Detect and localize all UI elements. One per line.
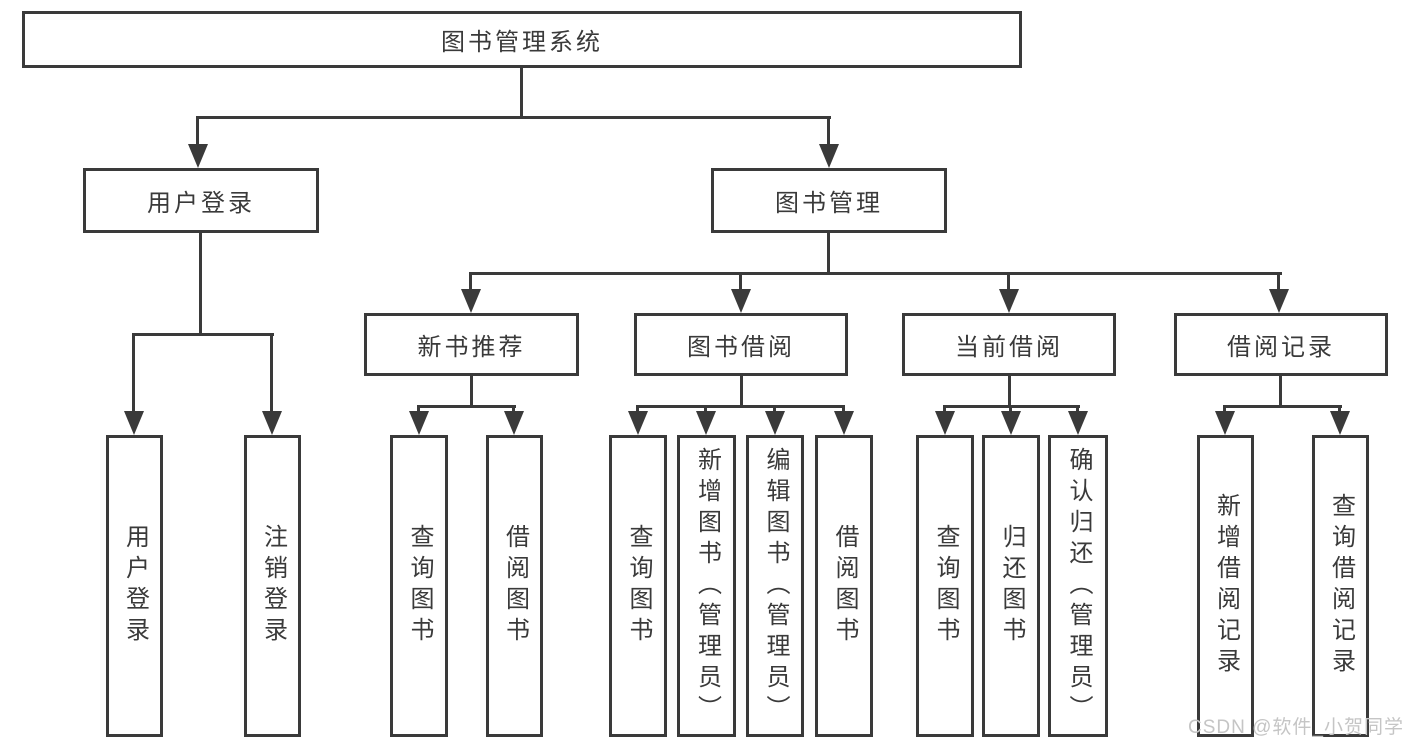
node-new-book-recommendation: 新书推荐 <box>364 313 579 376</box>
node-user-login: 用户登录 <box>83 168 319 233</box>
arrow-to-current-borrowing <box>999 272 1019 313</box>
node-label: 新书推荐 <box>417 334 526 361</box>
leaf-label: 新增借阅记录 <box>1212 493 1240 679</box>
leaf-label: 查询图书 <box>625 524 652 648</box>
node-label: 图书管理 <box>775 190 883 217</box>
arrow-to-book-borrowing <box>731 272 751 313</box>
connector-book-borrowing-stem <box>740 376 743 408</box>
leaf-borrow-books-2: 借阅图书 <box>815 435 873 737</box>
arrow-to-query-borrow-record <box>1330 405 1350 435</box>
connector-borrowing-records-stem <box>1279 376 1282 408</box>
leaf-add-books-admin: 新增图书（管理员） <box>677 435 736 737</box>
arrow-to-user-login <box>188 116 208 168</box>
connector-new-book-stem <box>470 376 473 408</box>
leaf-query-books-1: 查询图书 <box>390 435 448 737</box>
connector-root-stem <box>520 68 523 118</box>
node-book-management: 图书管理 <box>711 168 947 233</box>
leaf-return-books: 归还图书 <box>982 435 1040 737</box>
connector-current-borrowing-stem <box>1008 376 1011 408</box>
arrow-to-leaf-user-login <box>124 333 144 435</box>
leaf-logout: 注销登录 <box>244 435 301 737</box>
leaf-user-login: 用户登录 <box>106 435 163 737</box>
connector-new-book-split <box>418 405 516 408</box>
leaf-label: 查询借阅记录 <box>1327 493 1355 679</box>
csdn-watermark: CSDN @软件_小贺同学 <box>1188 717 1404 738</box>
connector-book-management-split <box>470 272 1282 275</box>
connector-root-split <box>197 116 831 119</box>
leaf-label: 归还图书 <box>998 524 1025 648</box>
leaf-query-borrow-record: 查询借阅记录 <box>1312 435 1369 737</box>
arrow-to-add-books <box>696 405 716 435</box>
node-borrowing-records: 借阅记录 <box>1174 313 1388 376</box>
arrow-to-borrow-books-2 <box>834 405 854 435</box>
leaf-query-books-2: 查询图书 <box>609 435 667 737</box>
node-label: 图书管理系统 <box>441 29 603 56</box>
leaf-label: 编辑图书（管理员） <box>762 446 789 726</box>
arrow-to-new-book-recommendation <box>461 272 481 313</box>
arrow-to-query-books-2 <box>628 405 648 435</box>
connector-user-login-stem <box>199 233 202 336</box>
arrow-to-leaf-logout <box>262 333 282 435</box>
node-label: 借阅记录 <box>1227 334 1335 361</box>
leaf-borrow-books-1: 借阅图书 <box>486 435 543 737</box>
arrow-to-return-books <box>1001 405 1021 435</box>
node-label: 图书借阅 <box>687 334 795 361</box>
node-library-management-system: 图书管理系统 <box>22 11 1022 68</box>
leaf-label: 查询图书 <box>932 524 959 648</box>
arrow-to-query-books-1 <box>409 405 429 435</box>
node-label: 用户登录 <box>147 190 255 217</box>
arrow-to-query-books-3 <box>935 405 955 435</box>
node-current-borrowing: 当前借阅 <box>902 313 1116 376</box>
arrow-to-edit-books <box>765 405 785 435</box>
leaf-label: 查询图书 <box>406 524 433 648</box>
arrow-to-borrow-books-1 <box>504 405 524 435</box>
leaf-label: 新增图书（管理员） <box>693 446 721 726</box>
connector-book-management-stem <box>827 233 830 275</box>
leaf-confirm-return-admin: 确认归还（管理员） <box>1048 435 1108 737</box>
arrow-to-borrowing-records <box>1269 272 1289 313</box>
arrow-to-confirm-return <box>1068 405 1088 435</box>
leaf-edit-books-admin: 编辑图书（管理员） <box>746 435 804 737</box>
leaf-label: 注销登录 <box>259 524 287 648</box>
arrow-to-book-management <box>819 116 839 168</box>
connector-book-borrowing-split <box>637 405 845 408</box>
node-book-borrowing: 图书借阅 <box>634 313 848 376</box>
leaf-label: 借阅图书 <box>501 524 529 648</box>
arrow-to-add-borrow-record <box>1215 405 1235 435</box>
connector-borrowing-records-split <box>1224 405 1342 408</box>
leaf-add-borrow-record: 新增借阅记录 <box>1197 435 1254 737</box>
connector-user-login-split <box>133 333 274 336</box>
connector-current-borrowing-split <box>944 405 1080 408</box>
leaf-query-books-3: 查询图书 <box>916 435 974 737</box>
leaf-label: 借阅图书 <box>831 524 858 648</box>
node-label: 当前借阅 <box>955 334 1063 361</box>
leaf-label: 用户登录 <box>121 524 149 648</box>
leaf-label: 确认归还（管理员） <box>1065 446 1092 726</box>
